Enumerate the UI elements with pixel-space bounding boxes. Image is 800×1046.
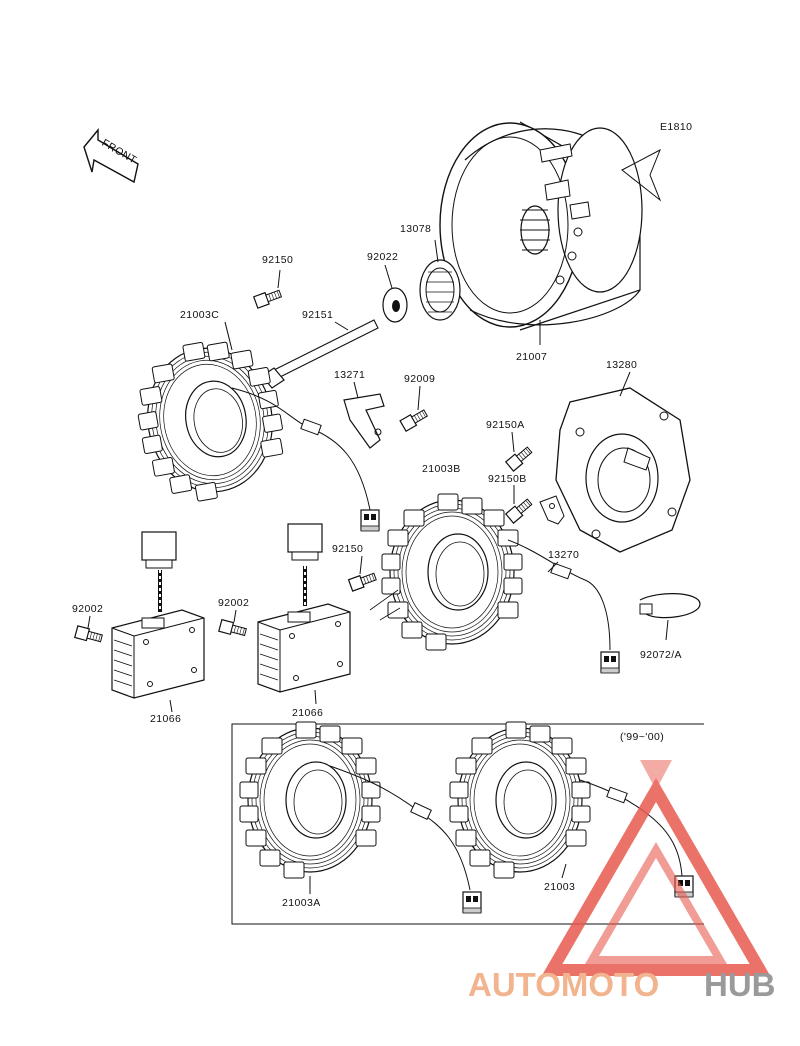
- label-92022: 92022: [367, 251, 398, 263]
- label-21007: 21007: [516, 351, 547, 363]
- label-21003c: 21003C: [180, 309, 219, 321]
- stator-21003c: [126, 330, 380, 532]
- label-13271: 13271: [334, 369, 365, 381]
- version-note: ('99~'00): [620, 731, 664, 743]
- wire-band: [639, 593, 701, 619]
- diagram-code: E1810: [660, 121, 692, 133]
- wire-bracket: [343, 393, 385, 449]
- stator-21003: [449, 721, 694, 898]
- label-13078: 13078: [400, 223, 431, 235]
- label-92150-mid: 92150: [332, 543, 363, 555]
- regulator-left: [111, 531, 205, 699]
- regulator-mid: [257, 523, 351, 693]
- label-92151: 92151: [302, 309, 333, 321]
- flywheel-rotor: [439, 121, 662, 331]
- label-92150b: 92150B: [488, 473, 527, 485]
- label-21003a: 21003A: [282, 897, 321, 909]
- starter-gear: [419, 259, 461, 321]
- washer: [382, 287, 408, 323]
- front-arrow-icon: [83, 128, 139, 184]
- stator-cover-plate: [555, 387, 691, 553]
- variant-box: [231, 723, 704, 925]
- watermark-logo: [541, 760, 771, 976]
- label-92009: 92009: [404, 373, 435, 385]
- label-21066-left: 21066: [150, 713, 181, 725]
- label-92002-mid: 92002: [218, 597, 249, 609]
- label-13270: 13270: [548, 549, 579, 561]
- label-21003: 21003: [544, 881, 575, 893]
- label-21066-mid: 21066: [292, 707, 323, 719]
- label-92072a: 92072/A: [640, 649, 682, 661]
- watermark-text-1: AUTOMOTO: [468, 966, 659, 1003]
- label-13280: 13280: [606, 359, 637, 371]
- label-92150a: 92150A: [486, 419, 525, 431]
- stator-21003a: [239, 721, 482, 914]
- label-21003b: 21003B: [422, 463, 461, 475]
- label-92150-top: 92150: [262, 254, 293, 266]
- watermark-text-2: HUB: [704, 966, 776, 1003]
- label-92002-left: 92002: [72, 603, 103, 615]
